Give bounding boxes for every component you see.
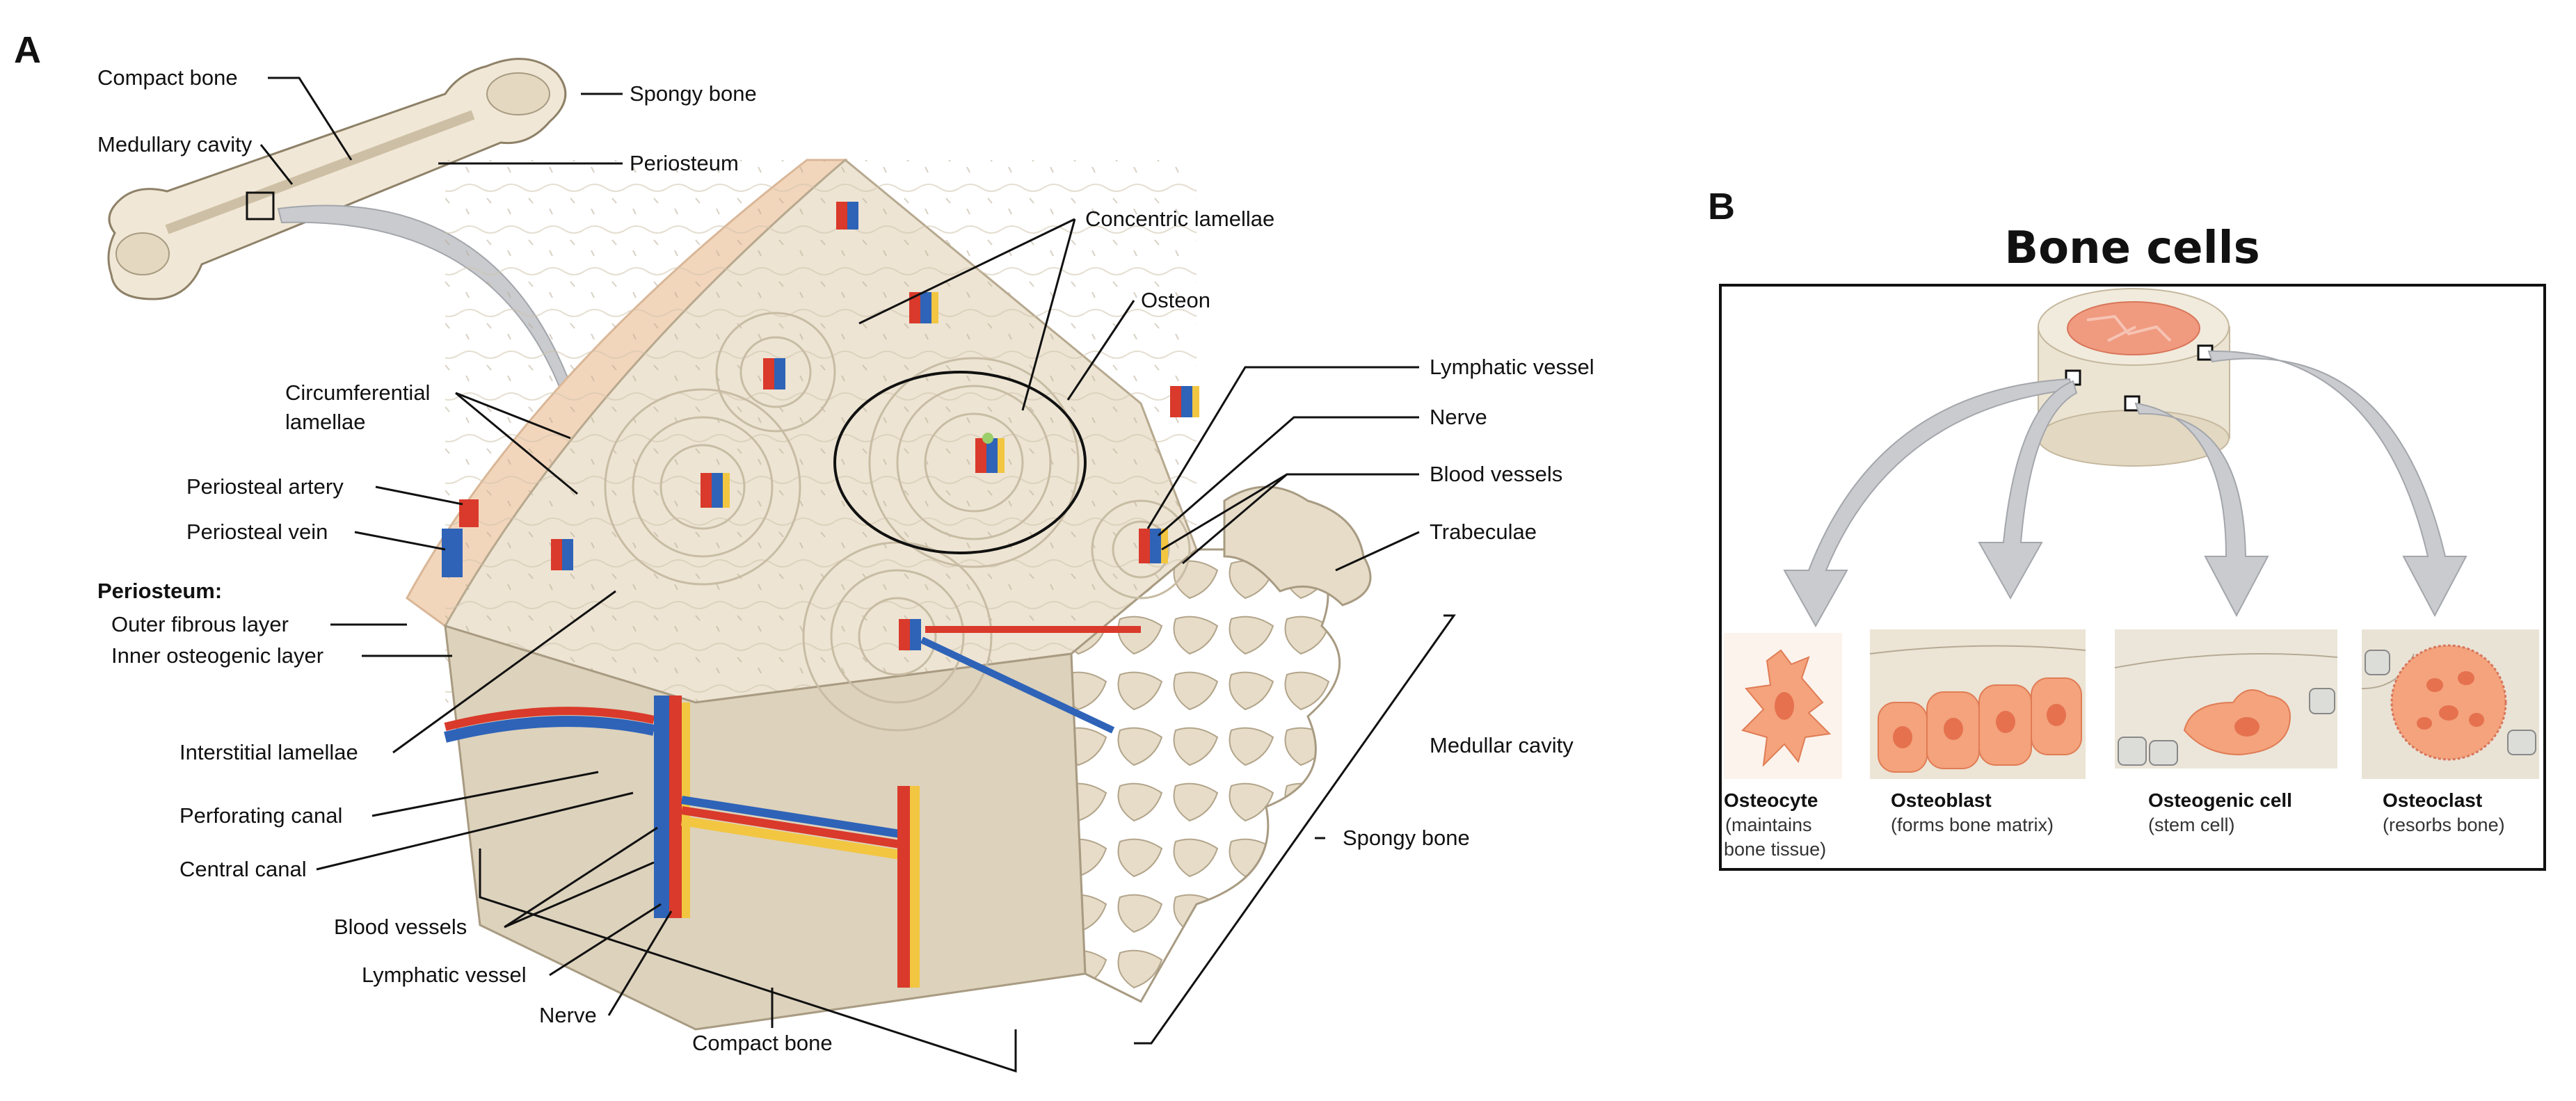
osteocyte-name: Osteocyte bbox=[1724, 789, 1818, 811]
label-concentric-lamellae: Concentric lamellae bbox=[1085, 207, 1274, 231]
label-interstitial-lamellae: Interstitial lamellae bbox=[179, 740, 358, 764]
bone-cells-title: Bone cells bbox=[2004, 223, 2259, 274]
osteoclast-image bbox=[2361, 629, 2539, 779]
cell-arrows bbox=[1783, 350, 2467, 628]
vessel-bundles bbox=[551, 202, 1199, 650]
panel-b: B Bone cells bbox=[1708, 186, 2546, 871]
osteogenic-cell-name: Osteogenic cell bbox=[2148, 789, 2292, 811]
label-nerve-bottom: Nerve bbox=[539, 1003, 597, 1027]
label-periosteal-artery: Periosteal artery bbox=[186, 474, 344, 499]
osteoblast-image bbox=[1869, 629, 2086, 779]
label-circumferential-2: lamellae bbox=[285, 410, 365, 434]
long-bone-illustration bbox=[107, 58, 567, 300]
label-compact-bone-bottom: Compact bone bbox=[692, 1031, 833, 1055]
label-lymphatic-vessel-right: Lymphatic vessel bbox=[1430, 355, 1594, 379]
label-periosteum-heading: Periosteum: bbox=[97, 579, 222, 603]
label-osteon: Osteon bbox=[1141, 288, 1210, 312]
label-trabeculae: Trabeculae bbox=[1430, 520, 1537, 544]
label-medullary-cavity: Medullary cavity bbox=[97, 132, 253, 156]
label-outer-fibrous-layer: Outer fibrous layer bbox=[111, 612, 289, 636]
osteogenic-cell-desc: (stem cell) bbox=[2148, 814, 2235, 835]
osteoclast-name: Osteoclast bbox=[2383, 789, 2482, 811]
label-central-canal: Central canal bbox=[179, 857, 307, 881]
magnify-box bbox=[246, 191, 275, 220]
label-spongy-bone-top: Spongy bone bbox=[630, 81, 757, 106]
panel-a-letter: A bbox=[14, 29, 41, 71]
label-inner-osteogenic-layer: Inner osteogenic layer bbox=[111, 643, 323, 668]
trabecula bbox=[1223, 485, 1372, 606]
label-compact-bone-top: Compact bone bbox=[97, 65, 238, 90]
label-nerve-right: Nerve bbox=[1430, 405, 1487, 429]
osteoclast-cell bbox=[2390, 644, 2507, 761]
label-perforating-canal: Perforating canal bbox=[179, 803, 342, 828]
osteoblast-desc: (forms bone matrix) bbox=[1891, 814, 2054, 835]
panel-b-letter: B bbox=[1708, 186, 1735, 227]
label-circumferential-1: Circumferential bbox=[285, 380, 430, 405]
osteocyte-image bbox=[1724, 633, 1842, 779]
cell-captions: Osteocyte (maintains bone tissue) Osteob… bbox=[1724, 789, 2505, 860]
osteon-outline bbox=[833, 371, 1087, 554]
osteoblast-name: Osteoblast bbox=[1891, 789, 1992, 811]
label-lymphatic-vessel-bottom: Lymphatic vessel bbox=[362, 963, 527, 987]
label-blood-vessels-right: Blood vessels bbox=[1430, 462, 1562, 486]
label-blood-vessels-bottom: Blood vessels bbox=[334, 915, 467, 939]
periosteal-vein bbox=[442, 529, 463, 577]
panel-a: A bbox=[14, 29, 1594, 1073]
osteocyte-desc-line-2: bone tissue) bbox=[1724, 839, 1826, 860]
leader-lines-a bbox=[259, 77, 1456, 1073]
osteoclast-desc: (resorbs bone) bbox=[2383, 814, 2505, 835]
labels-a: Compact bone Spongy bone Medullary cavit… bbox=[97, 65, 1594, 1055]
label-periosteal-vein: Periosteal vein bbox=[186, 520, 328, 544]
osteogenic-image bbox=[2114, 629, 2338, 769]
label-medullar-cavity: Medullar cavity bbox=[1430, 733, 1574, 757]
label-periosteum-top: Periosteum bbox=[630, 151, 739, 175]
label-spongy-bone-bottom: Spongy bone bbox=[1343, 826, 1470, 850]
osteocyte-desc-line-1: (maintains bbox=[1725, 814, 1812, 835]
bone-tissue-block bbox=[406, 159, 1372, 1031]
